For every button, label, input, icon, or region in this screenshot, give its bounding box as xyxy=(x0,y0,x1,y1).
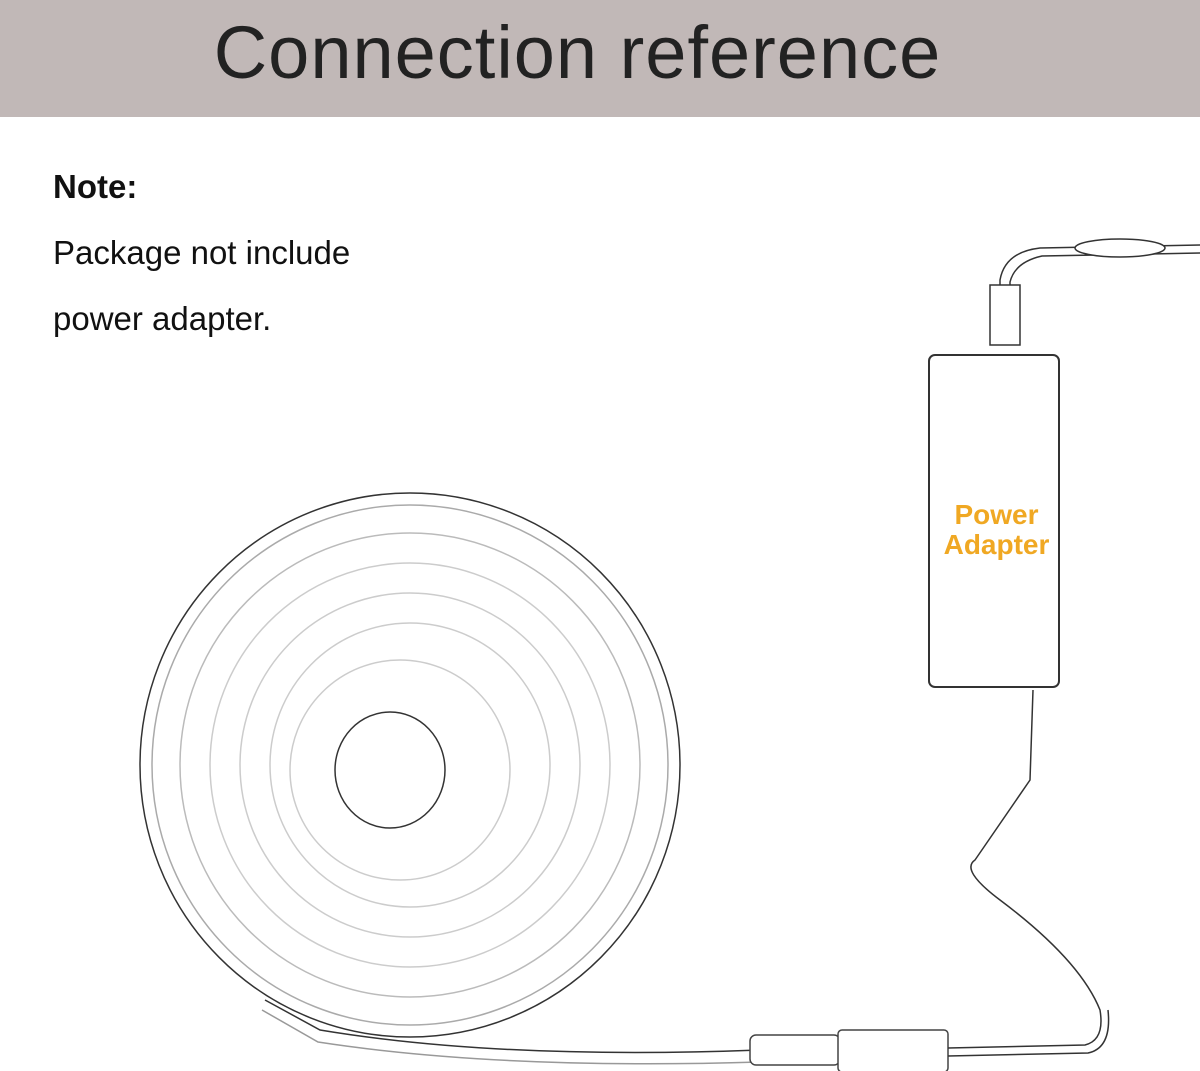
note-line-2: power adapter. xyxy=(53,300,272,337)
power-adapter-label: Power Adapter xyxy=(930,500,1063,560)
adapter-label-line-2: Adapter xyxy=(943,529,1050,560)
note-heading: Note: xyxy=(53,168,138,205)
dc-connector xyxy=(749,1029,949,1071)
note-line-1: Package not include xyxy=(53,234,351,271)
power-adapter-box xyxy=(928,354,1060,688)
page-title: Connection reference xyxy=(213,11,942,94)
header-banner: Connection reference xyxy=(0,0,1200,117)
led-strip-coil xyxy=(139,492,761,1065)
adapter-cable xyxy=(947,238,1200,1057)
adapter-label-line-1: Power xyxy=(954,499,1039,530)
